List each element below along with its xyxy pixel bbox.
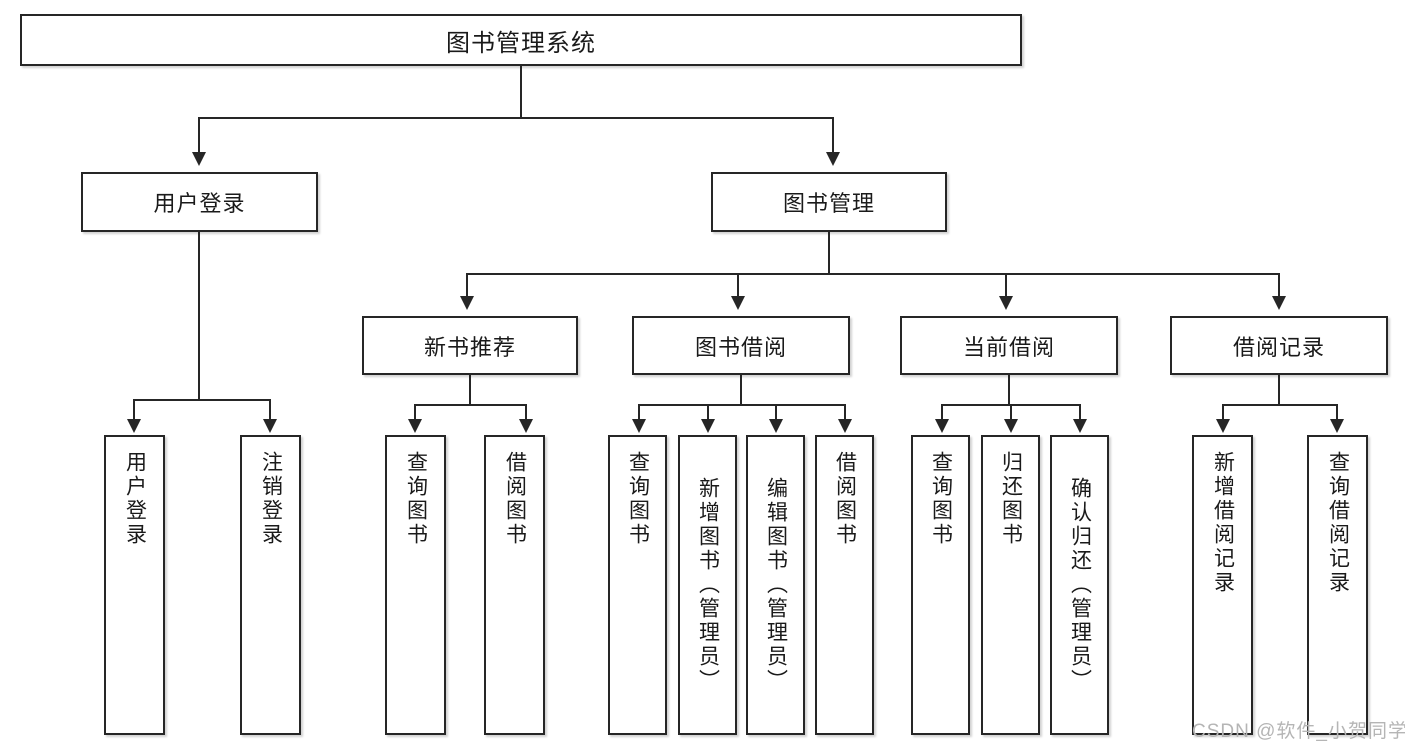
arrowhead-to-book-borrow <box>731 296 745 310</box>
connector-userlogin-drop-2 <box>269 399 271 421</box>
connector-root-bus <box>198 117 834 119</box>
arrowhead-leaf-borrow-edit <box>769 419 783 433</box>
node-borrow-record[interactable]: 借阅记录 <box>1170 316 1388 375</box>
leaf-label: 注销登录 <box>259 451 283 547</box>
leaf-label: 新增借阅记录 <box>1211 451 1235 595</box>
connector-current-stem <box>1008 375 1010 405</box>
node-new-book-recommend[interactable]: 新书推荐 <box>362 316 578 375</box>
node-label: 当前借阅 <box>962 334 1055 360</box>
arrowhead-leaf-record-add <box>1216 419 1230 433</box>
arrowhead-leaf-current-confirm <box>1073 419 1087 433</box>
node-label: 新书推荐 <box>423 334 516 360</box>
connector-recommend-drop-1 <box>414 404 416 421</box>
node-label: 图书管理 <box>782 191 875 216</box>
connector-bookmanage-drop-3 <box>1005 273 1007 298</box>
leaf-label: 借阅图书 <box>503 451 527 547</box>
node-current-borrow[interactable]: 当前借阅 <box>900 316 1118 375</box>
leaf-current-return-book[interactable]: 归还图书 <box>981 435 1040 735</box>
arrowhead-leaf-record-query <box>1330 419 1344 433</box>
leaf-user-login[interactable]: 用户登录 <box>104 435 165 735</box>
leaf-label: 查询图书 <box>404 451 428 547</box>
leaf-borrow-edit-book-admin[interactable]: 编辑图书（管理员） <box>746 435 805 735</box>
arrowhead-to-user-login <box>192 152 206 166</box>
arrowhead-to-current-borrow <box>999 296 1013 310</box>
leaf-label: 查询图书 <box>929 451 953 547</box>
leaf-borrow-lend-book[interactable]: 借阅图书 <box>815 435 874 735</box>
node-label: 借阅记录 <box>1232 334 1325 360</box>
leaf-label: 新增图书（管理员） <box>696 477 720 693</box>
leaf-label: 查询图书 <box>626 451 650 547</box>
node-book-management[interactable]: 图书管理 <box>711 172 947 232</box>
arrowhead-leaf-recommend-borrow <box>519 419 533 433</box>
arrowhead-leaf-current-return <box>1004 419 1018 433</box>
leaf-record-add-borrow-record[interactable]: 新增借阅记录 <box>1192 435 1253 735</box>
leaf-label: 查询借阅记录 <box>1326 451 1350 595</box>
connector-borrow-drop-1 <box>638 404 640 421</box>
leaf-recommend-borrow-book[interactable]: 借阅图书 <box>484 435 545 735</box>
node-label: 图书管理系统 <box>446 29 596 57</box>
leaf-label: 归还图书 <box>999 451 1023 547</box>
connector-record-drop-2 <box>1336 404 1338 421</box>
leaf-label: 用户登录 <box>123 451 147 547</box>
connector-current-drop-2 <box>1010 404 1012 421</box>
arrowhead-leaf-borrow-query <box>632 419 646 433</box>
arrowhead-leaf-borrow-add <box>701 419 715 433</box>
connector-bookmanage-drop-1 <box>466 273 468 298</box>
node-book-borrow[interactable]: 图书借阅 <box>632 316 850 375</box>
arrowhead-to-book-manage <box>826 152 840 166</box>
connector-borrow-bus <box>638 404 845 406</box>
arrowhead-leaf-current-query <box>935 419 949 433</box>
leaf-label: 编辑图书（管理员） <box>764 477 788 693</box>
node-user-login[interactable]: 用户登录 <box>81 172 318 232</box>
leaf-label: 借阅图书 <box>833 451 857 547</box>
connector-bookmanage-bus <box>466 273 1280 275</box>
arrowhead-leaf-recommend-query <box>408 419 422 433</box>
node-label: 用户登录 <box>153 191 246 216</box>
connector-record-bus <box>1222 404 1336 406</box>
connector-current-drop-3 <box>1079 404 1081 421</box>
leaf-current-confirm-return-admin[interactable]: 确认归还（管理员） <box>1050 435 1109 735</box>
connector-borrow-drop-4 <box>844 404 846 421</box>
arrowhead-to-new-book-recommend <box>460 296 474 310</box>
connector-root-stem <box>520 66 522 118</box>
connector-userlogin-drop-1 <box>133 399 135 421</box>
connector-current-drop-1 <box>941 404 943 421</box>
connector-recommend-drop-2 <box>525 404 527 421</box>
node-root-system[interactable]: 图书管理系统 <box>20 14 1022 66</box>
leaf-label: 确认归还（管理员） <box>1068 477 1092 693</box>
connector-recommend-stem <box>469 375 471 405</box>
connector-recommend-bus <box>414 404 525 406</box>
leaf-recommend-query-book[interactable]: 查询图书 <box>385 435 446 735</box>
connector-record-drop-1 <box>1222 404 1224 421</box>
csdn-watermark: CSDN @软件_小贺同学 <box>1192 721 1405 742</box>
connector-bookmanage-stem <box>828 232 830 274</box>
arrowhead-to-borrow-record <box>1272 296 1286 310</box>
arrowhead-leaf-logout <box>263 419 277 433</box>
leaf-record-query-borrow-record[interactable]: 查询借阅记录 <box>1307 435 1368 735</box>
connector-borrow-drop-2 <box>707 404 709 421</box>
leaf-logout[interactable]: 注销登录 <box>240 435 301 735</box>
leaf-borrow-add-book-admin[interactable]: 新增图书（管理员） <box>678 435 737 735</box>
connector-borrow-drop-3 <box>775 404 777 421</box>
connector-bookmanage-drop-4 <box>1278 273 1280 298</box>
connector-root-drop-right <box>832 117 834 154</box>
connector-root-drop-left <box>198 117 200 154</box>
arrowhead-leaf-user-login <box>127 419 141 433</box>
connector-userlogin-bus <box>133 399 269 401</box>
leaf-borrow-query-book[interactable]: 查询图书 <box>608 435 667 735</box>
arrowhead-leaf-borrow-lend <box>838 419 852 433</box>
connector-userlogin-stem <box>198 232 200 400</box>
connector-record-stem <box>1278 375 1280 405</box>
connector-bookmanage-drop-2 <box>737 273 739 298</box>
node-label: 图书借阅 <box>694 334 787 360</box>
connector-borrow-stem <box>740 375 742 405</box>
leaf-current-query-book[interactable]: 查询图书 <box>911 435 970 735</box>
